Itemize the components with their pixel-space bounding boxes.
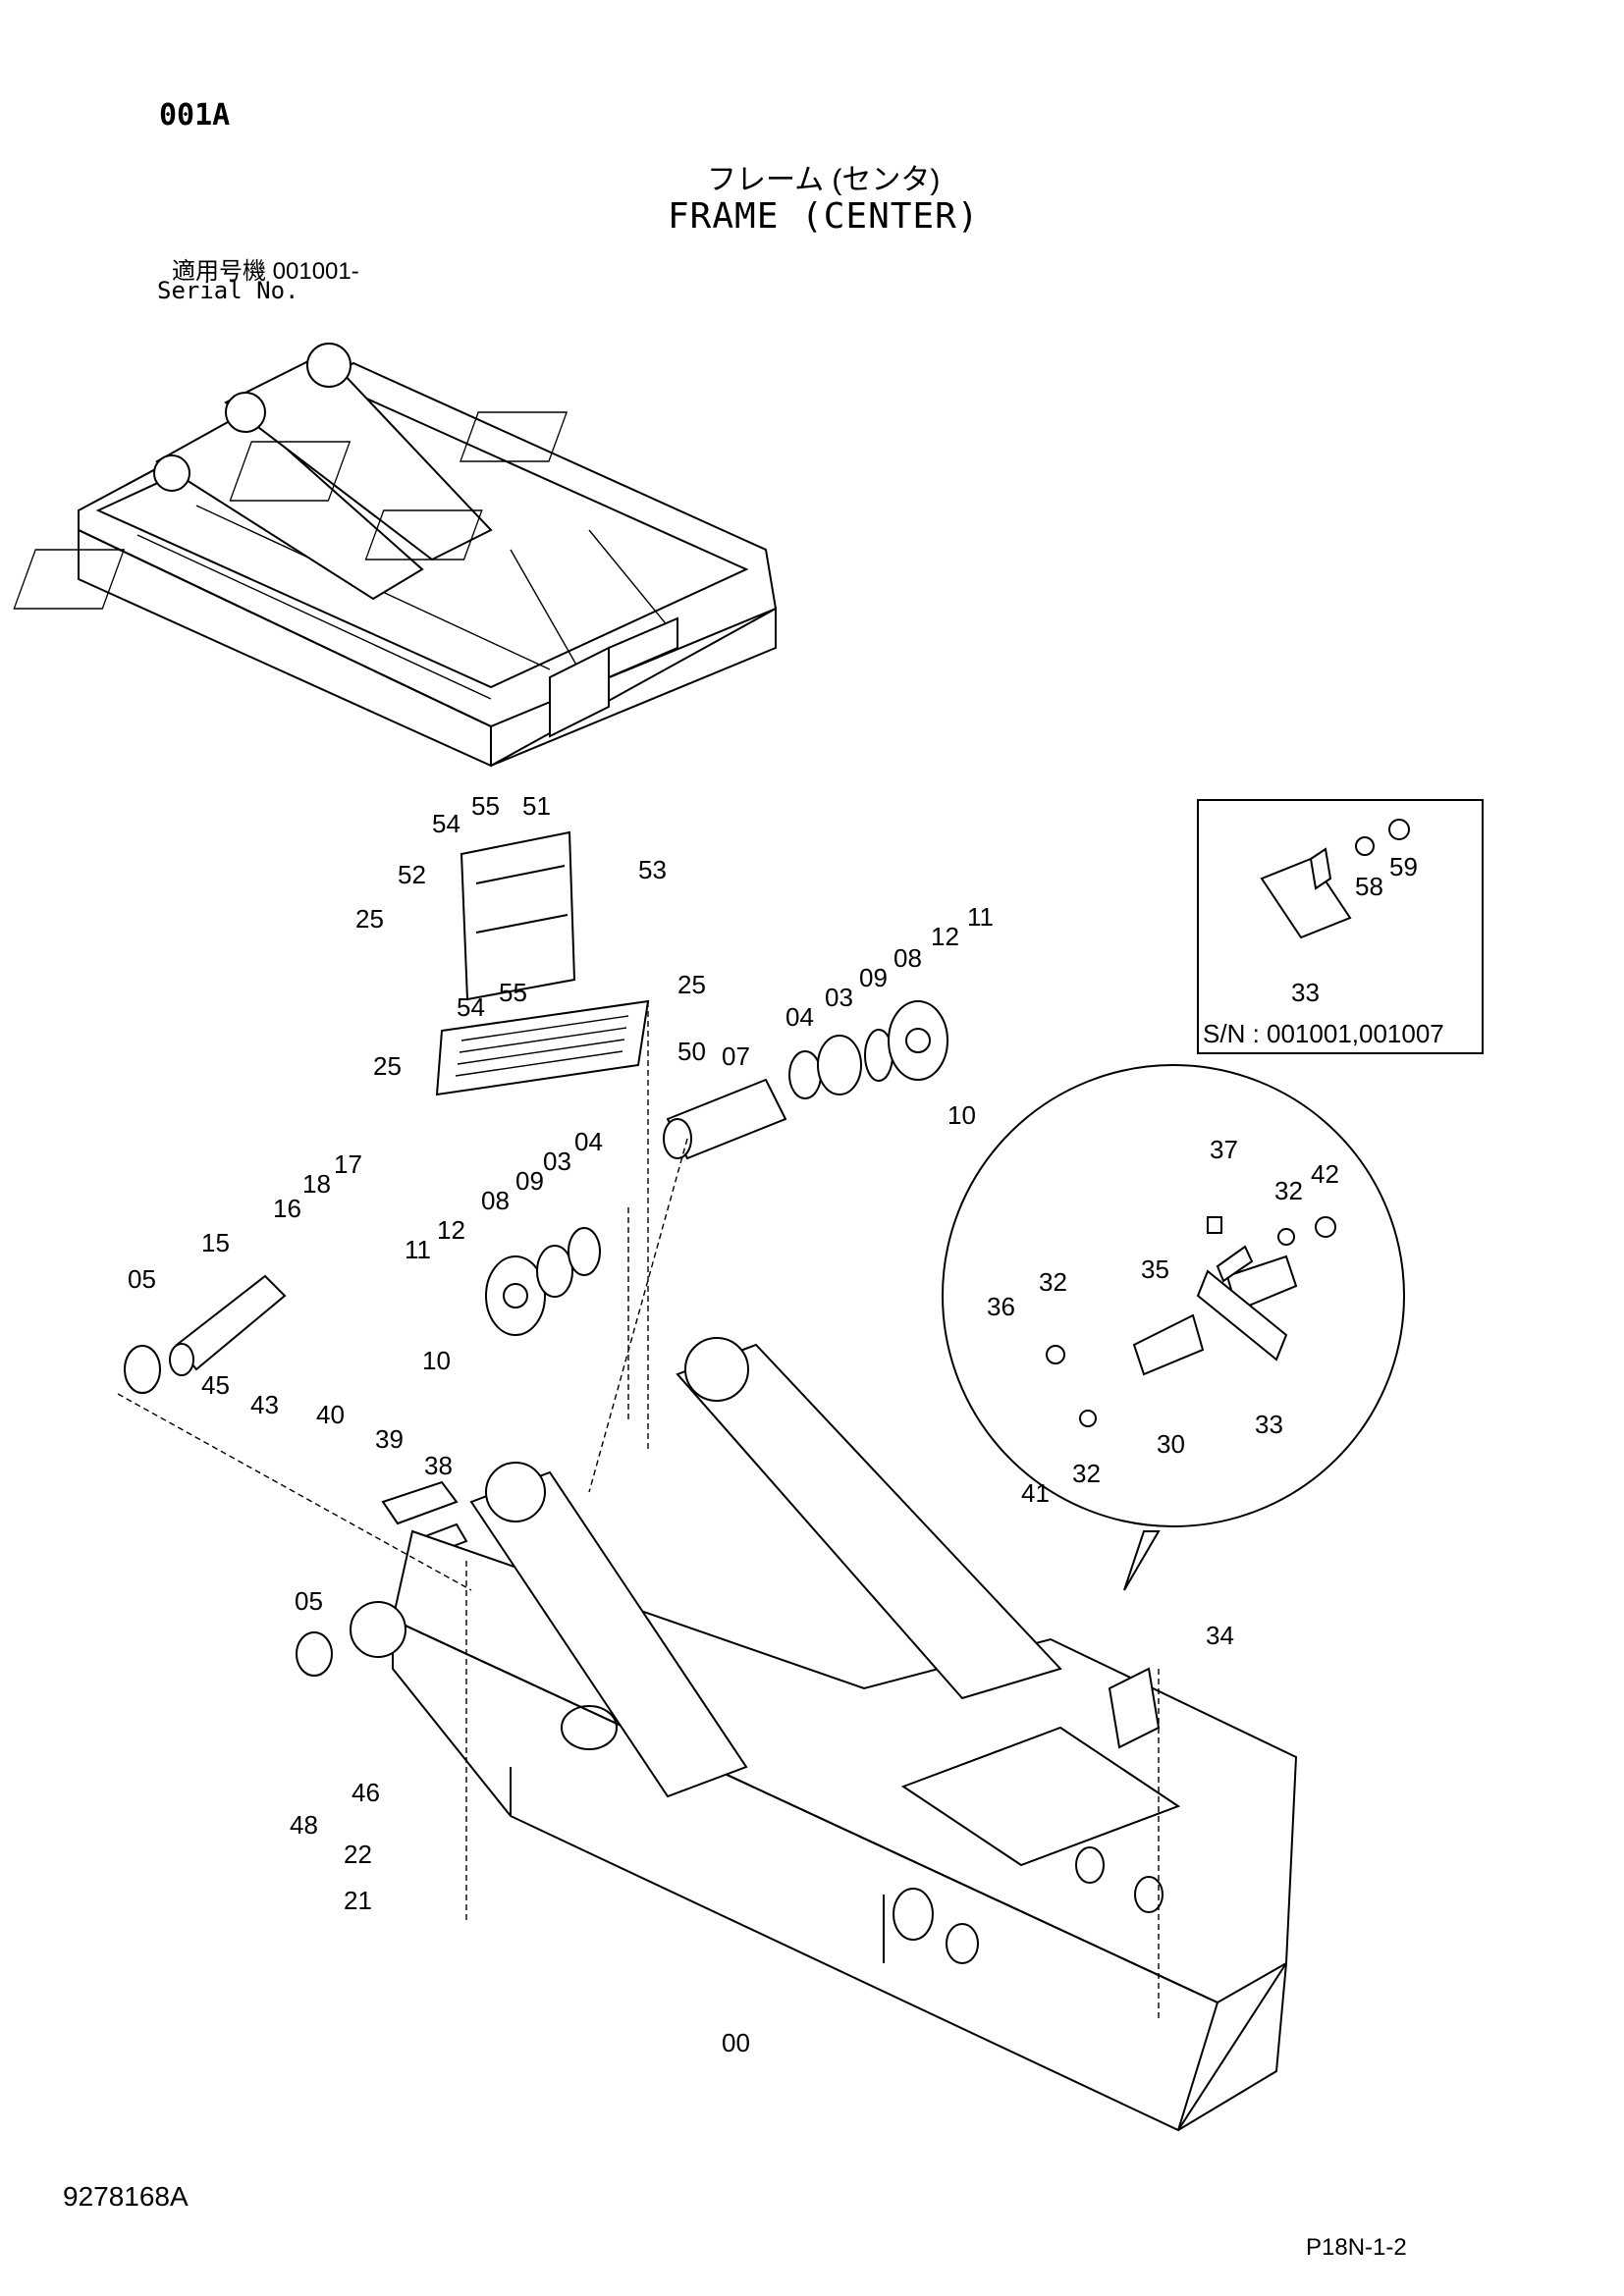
part-label: 46 <box>352 1778 380 1807</box>
part-label: 41 <box>1021 1478 1050 1508</box>
part-label: 45 <box>201 1370 230 1400</box>
serial-label-japanese: 適用号機 001001- <box>172 258 359 285</box>
drawing-number: 9278168A <box>63 2181 189 2212</box>
part-label: 42 <box>1311 1159 1339 1189</box>
page-code: 001A <box>159 98 231 133</box>
page-title: FRAME (CENTER) <box>668 196 980 237</box>
part-label: 25 <box>355 904 384 934</box>
part-label: 04 <box>785 1002 814 1032</box>
part-label: 11 <box>967 902 994 932</box>
part-label: 32 <box>1274 1176 1303 1205</box>
part-label: 16 <box>273 1194 301 1223</box>
part-label: 00 <box>722 2028 750 2057</box>
part-label: 08 <box>893 943 922 973</box>
part-label: 52 <box>398 860 426 889</box>
step-assembly <box>435 830 650 1096</box>
part-label: 34 <box>1206 1621 1234 1650</box>
part-label: 39 <box>375 1424 404 1454</box>
part-label: 32 <box>1039 1267 1067 1297</box>
inset-box <box>1197 799 1484 1054</box>
part-label: 37 <box>1210 1135 1238 1164</box>
part-label: 48 <box>290 1810 318 1840</box>
part-label: 05 <box>128 1264 156 1294</box>
part-label: 12 <box>437 1215 465 1245</box>
pin-and-bushing-parts <box>124 1000 948 1677</box>
part-label: 17 <box>334 1149 362 1179</box>
part-label: 22 <box>344 1840 372 1869</box>
part-label: 18 <box>302 1169 331 1199</box>
part-label: 40 <box>316 1400 345 1429</box>
part-label: 30 <box>1157 1429 1185 1459</box>
part-label: 43 <box>250 1390 279 1419</box>
part-label: 50 <box>677 1037 706 1066</box>
part-label: 38 <box>424 1451 453 1480</box>
part-label: 33 <box>1291 978 1320 1007</box>
part-label: 05 <box>295 1586 323 1616</box>
part-label: 55 <box>499 978 527 1007</box>
center-frame-illustration <box>350 1337 1298 2132</box>
inset-labels: 59 58 33 <box>1291 852 1418 1007</box>
part-label: 08 <box>481 1186 510 1215</box>
part-label: 53 <box>638 855 667 884</box>
part-label: 35 <box>1141 1255 1169 1284</box>
part-label: 03 <box>825 983 853 1012</box>
part-label: 25 <box>677 970 706 999</box>
leader-lines <box>117 1001 1160 2022</box>
part-label: 58 <box>1355 872 1383 901</box>
part-label: 25 <box>373 1051 402 1081</box>
part-label: 12 <box>931 922 959 951</box>
title-japanese: フレーム (センタ) <box>707 164 941 196</box>
part-label: 36 <box>987 1292 1015 1321</box>
serial-label: Serial No. <box>157 277 299 304</box>
detail-labels: 37 32 42 35 36 32 33 30 41 32 <box>987 1135 1339 1508</box>
part-label: 32 <box>1072 1459 1101 1488</box>
frame-overview-illustration <box>13 343 778 768</box>
part-label: 04 <box>574 1127 603 1156</box>
part-label: 03 <box>543 1147 571 1176</box>
part-label: 09 <box>859 963 888 992</box>
part-label: 59 <box>1389 852 1418 881</box>
part-label: 21 <box>344 1886 372 1915</box>
inset-serial-caption: S/N : 001001,001007 <box>1203 1019 1444 1048</box>
part-label: 55 <box>471 791 500 821</box>
detail-circle <box>942 1064 1405 1591</box>
part-labels: 55 51 54 53 52 25 25 55 54 25 50 11 12 0… <box>128 791 1234 2057</box>
part-label: 09 <box>515 1166 544 1196</box>
part-label: 15 <box>201 1228 230 1257</box>
part-label: 11 <box>405 1235 431 1264</box>
page-reference: P18N-1-2 <box>1306 2234 1407 2261</box>
part-label: 10 <box>422 1346 451 1375</box>
part-label: 51 <box>522 791 551 821</box>
part-label: 10 <box>947 1100 976 1130</box>
part-label: 54 <box>457 992 485 1022</box>
part-label: 54 <box>432 809 460 838</box>
part-label: 33 <box>1255 1410 1283 1439</box>
part-label: 07 <box>722 1041 750 1071</box>
